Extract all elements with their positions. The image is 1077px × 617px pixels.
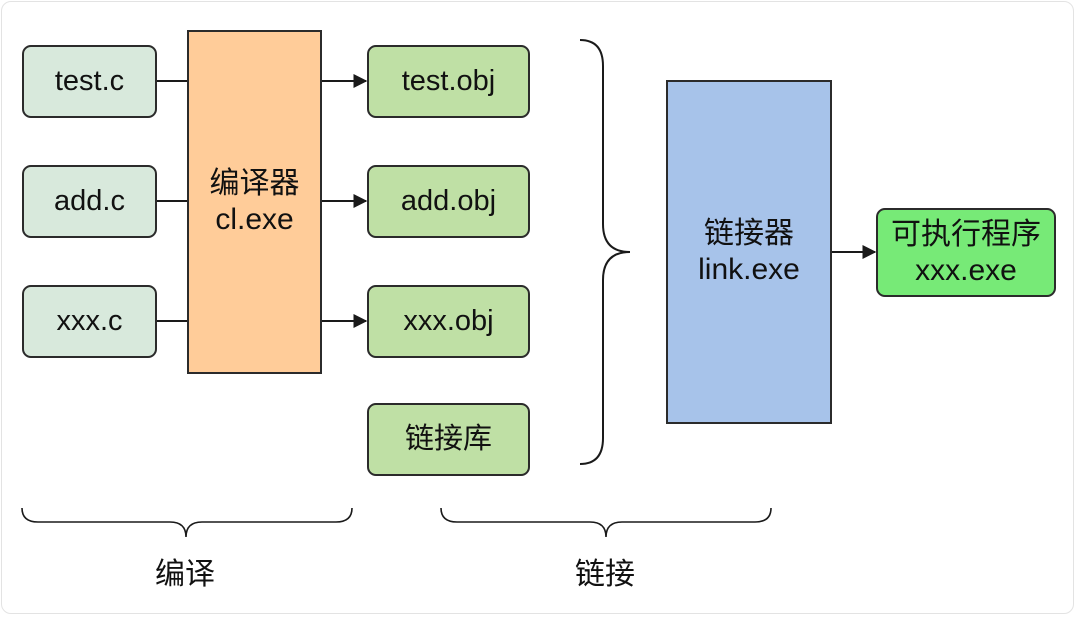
compile-phase-brace: [21, 507, 353, 538]
object-file-label: xxx.obj: [403, 305, 494, 338]
compiler-box: 编译器 cl.exe: [187, 30, 322, 374]
object-file-test-obj: test.obj: [367, 45, 530, 118]
compiler-title: 编译器: [209, 167, 300, 200]
source-file-label: add.c: [54, 185, 125, 218]
object-file-label: test.obj: [401, 65, 496, 98]
link-phase-brace: [440, 507, 772, 538]
executable-name: xxx.exe: [915, 253, 1017, 287]
executable-title: 可执行程序: [891, 217, 1041, 251]
compile-phase-label: 编译: [155, 558, 215, 591]
source-file-xxx-c: xxx.c: [22, 285, 157, 358]
executable-box: 可执行程序 xxx.exe: [876, 208, 1056, 297]
object-file-label: add.obj: [400, 185, 497, 218]
link-library-label: 链接库: [404, 423, 492, 456]
linker-title: 链接器: [704, 217, 794, 250]
link-library-box: 链接库: [367, 403, 530, 476]
compiler-name: cl.exe: [215, 203, 294, 236]
object-file-xxx-obj: xxx.obj: [367, 285, 530, 358]
link-phase-label: 链接: [575, 558, 635, 591]
source-file-add-c: add.c: [22, 165, 157, 238]
linker-name: link.exe: [698, 253, 800, 286]
linker-box: 链接器 link.exe: [666, 80, 832, 424]
object-file-add-obj: add.obj: [367, 165, 530, 238]
source-file-label: xxx.c: [56, 305, 123, 338]
objects-brace: [579, 39, 631, 465]
source-file-label: test.c: [54, 65, 125, 98]
source-file-test-c: test.c: [22, 45, 157, 118]
